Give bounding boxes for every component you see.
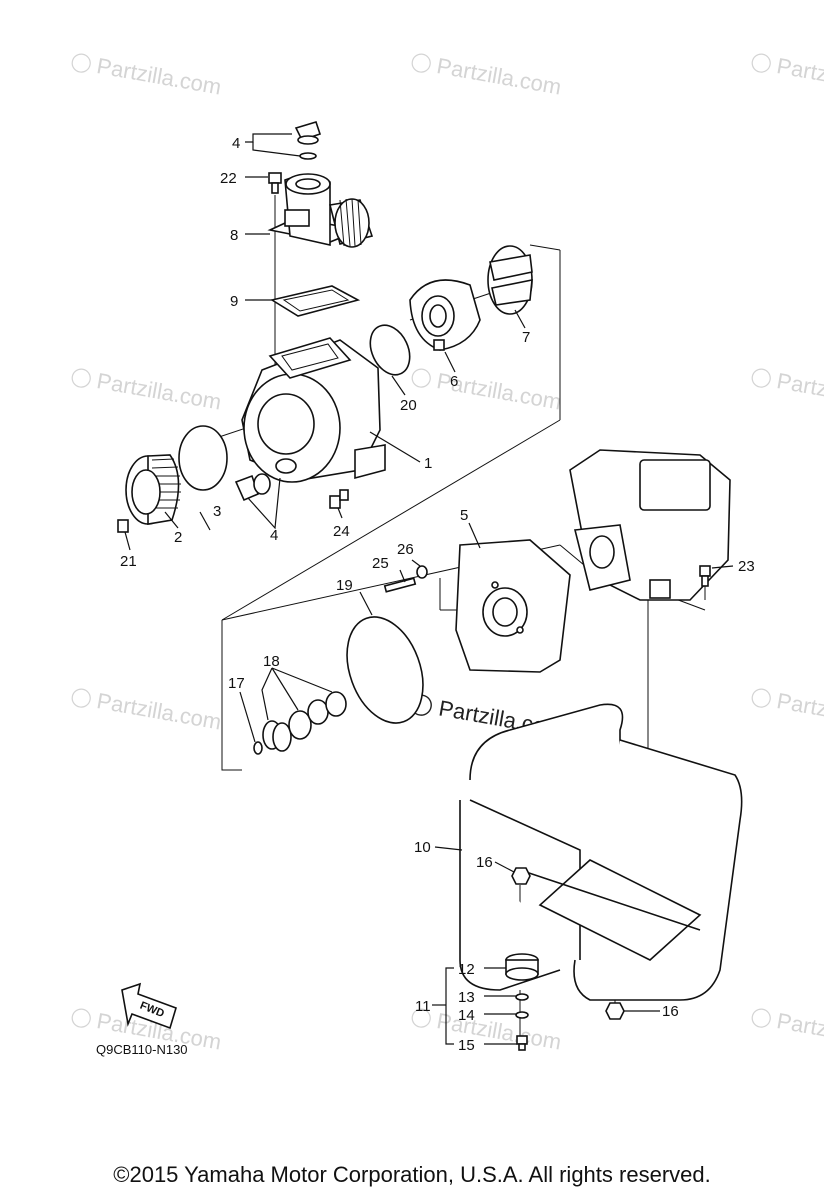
watermark-text: Partzilla.com	[775, 688, 824, 734]
part-3-gasket[interactable]	[178, 425, 228, 491]
callout-12: 12	[458, 961, 475, 978]
part-4-top-cap[interactable]	[294, 121, 322, 160]
part-17-spacer[interactable]	[253, 741, 263, 755]
callout-18: 18	[263, 653, 280, 670]
part-10-frame[interactable]	[459, 703, 743, 1001]
part-7-impeller[interactable]	[487, 245, 533, 315]
callout-25: 25	[372, 555, 389, 572]
part-20-o-ring[interactable]	[363, 319, 418, 381]
watermark-text: Partzilla.com	[95, 368, 223, 414]
part-22-bolt[interactable]	[268, 172, 282, 194]
part-14-washer[interactable]	[515, 1011, 529, 1019]
watermark-text: Partzilla.com	[435, 1008, 563, 1054]
engine	[569, 449, 731, 601]
watermark-text: Partzilla.com	[95, 688, 223, 734]
callout-15: 15	[458, 1037, 475, 1054]
part-16-nut-top[interactable]	[511, 867, 531, 885]
leader-lines	[124, 133, 734, 1045]
callout-2: 2	[174, 529, 182, 546]
callout-21: 21	[120, 553, 137, 570]
callout-1: 1	[424, 455, 432, 472]
callout-10: 10	[414, 839, 431, 856]
part-8-outlet-elbow[interactable]	[267, 173, 374, 248]
part-15-bolt[interactable]	[516, 1035, 528, 1051]
callout-11: 11	[415, 998, 431, 1015]
part-21-bolt[interactable]	[117, 519, 129, 533]
part-16-nut-bottom[interactable]	[605, 1002, 625, 1020]
callout-24: 24	[333, 523, 350, 540]
part-1-pump-casing[interactable]	[241, 337, 386, 483]
callout-8: 8	[230, 227, 238, 244]
callout-16a: 16	[476, 854, 493, 871]
watermark-text: Partzilla.com	[95, 53, 223, 99]
part-9-gasket[interactable]	[269, 285, 361, 317]
part-26-washer[interactable]	[416, 565, 428, 579]
callout-26: 26	[397, 541, 414, 558]
part-23-bolt[interactable]	[699, 565, 711, 587]
part-18-mechanical-seal[interactable]	[262, 691, 347, 752]
callout-13: 13	[458, 989, 475, 1006]
callout-17: 17	[228, 675, 245, 692]
watermark-text: Partzilla.com	[435, 53, 563, 99]
part-13-washer[interactable]	[515, 993, 529, 1001]
watermark-text: Partzilla.com	[775, 368, 824, 414]
callout-4b: 4	[270, 527, 278, 544]
callout-14: 14	[458, 1007, 475, 1024]
part-6-volute[interactable]	[409, 279, 481, 351]
callout-19: 19	[336, 577, 353, 594]
callout-3: 3	[213, 503, 221, 520]
callout-6: 6	[450, 373, 458, 390]
fwd-arrow: FWD	[121, 982, 177, 1030]
callout-23: 23	[738, 558, 755, 575]
callout-5: 5	[460, 507, 468, 524]
diagram-code: Q9CB110-N130	[96, 1042, 188, 1057]
watermark-text: Partzilla.com	[775, 1008, 824, 1054]
part-12-mount[interactable]	[505, 953, 539, 981]
part-19-o-ring[interactable]	[333, 606, 436, 733]
part-5-plate[interactable]	[455, 539, 571, 673]
callout-22: 22	[220, 170, 237, 187]
part-24-bolt[interactable]	[329, 489, 349, 509]
part-2-suction-cover[interactable]	[125, 454, 181, 525]
callout-4: 4	[232, 135, 240, 152]
callout-7: 7	[522, 329, 530, 346]
callout-9: 9	[230, 293, 238, 310]
copyright-footer: ©2015 Yamaha Motor Corporation, U.S.A. A…	[113, 1162, 711, 1187]
watermark-text: Partzilla.com	[775, 53, 824, 99]
callout-16b: 16	[662, 1003, 679, 1020]
part-4-drain-plug[interactable]	[234, 473, 271, 502]
part-25-bolt[interactable]	[383, 577, 417, 593]
callout-labels: 4 22 8 9 1 2 3 4 20 6 7 21 24 5 25 26 19…	[120, 135, 755, 1054]
callout-20: 20	[400, 397, 417, 414]
